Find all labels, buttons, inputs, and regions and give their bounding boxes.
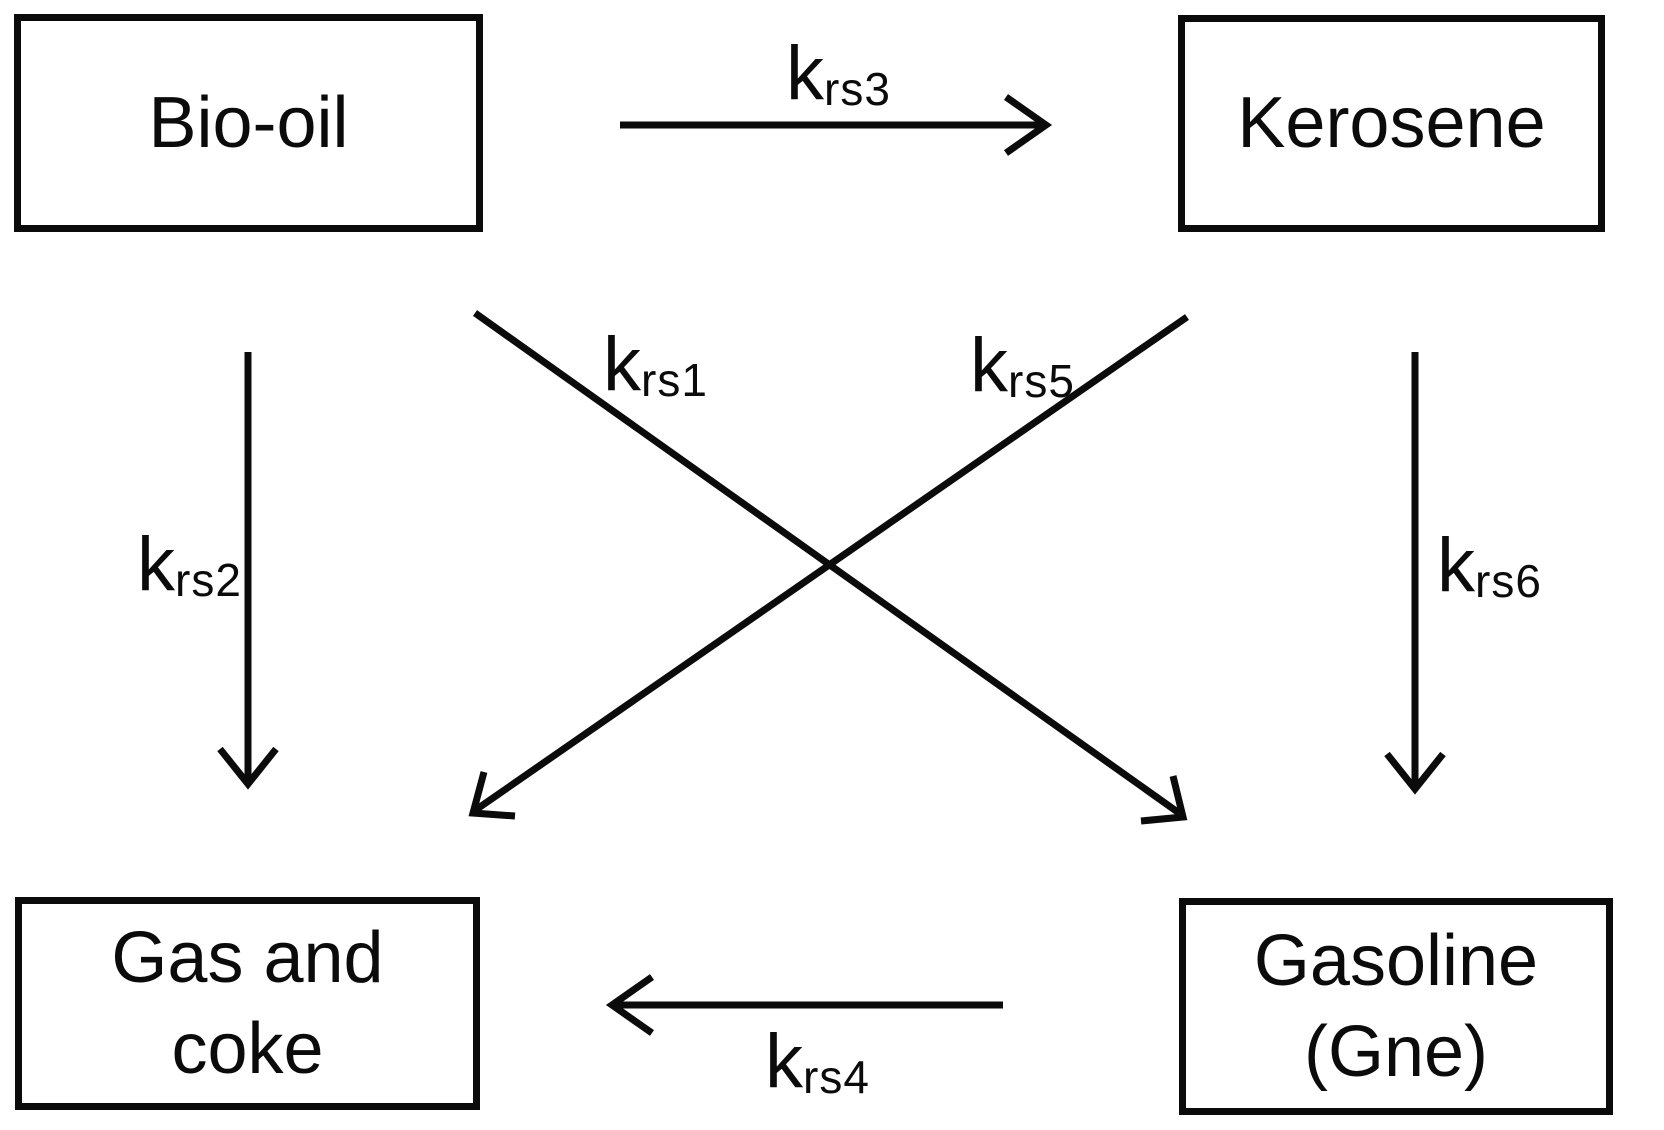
rate-label-krs5: krs5 bbox=[970, 328, 1075, 407]
arrow-krs5-shaft bbox=[475, 314, 1189, 812]
rate-label-krs1-sub: rs1 bbox=[641, 354, 708, 406]
rate-label-krs6-sub: rs6 bbox=[1475, 555, 1542, 607]
rate-label-krs2-sub: rs2 bbox=[175, 554, 242, 606]
rate-label-krs5-base: k bbox=[970, 323, 1008, 408]
rate-label-krs3: krs3 bbox=[786, 36, 891, 115]
node-gas-and-coke-label-line1: Gas and bbox=[111, 917, 384, 998]
arrow-krs5-head bbox=[468, 771, 516, 820]
arrow-krs2 bbox=[217, 352, 279, 790]
node-gas-and-coke-label-line2: coke bbox=[171, 1008, 324, 1089]
node-kerosene: Kerosene bbox=[1178, 15, 1605, 232]
rate-label-krs4: krs4 bbox=[765, 1024, 870, 1103]
arrow-krs4-head bbox=[605, 974, 655, 1036]
node-bio-oil: Bio-oil bbox=[14, 14, 483, 232]
rate-label-krs4-sub: rs4 bbox=[803, 1051, 870, 1103]
rate-label-krs5-sub: rs5 bbox=[1008, 355, 1075, 407]
node-kerosene-label: Kerosene bbox=[1237, 83, 1546, 164]
rate-label-krs1: krs1 bbox=[603, 327, 708, 406]
rate-label-krs1-base: k bbox=[603, 322, 641, 407]
node-gasoline-label-line1: Gasoline bbox=[1253, 920, 1539, 1001]
rate-label-krs2-base: k bbox=[137, 522, 175, 607]
arrow-krs6-head bbox=[1384, 751, 1446, 795]
rate-label-krs6: krs6 bbox=[1437, 528, 1542, 607]
rate-label-krs4-base: k bbox=[765, 1019, 803, 1104]
rate-label-krs3-sub: rs3 bbox=[824, 63, 891, 115]
arrow-krs4 bbox=[605, 974, 1003, 1036]
node-bio-oil-label: Bio-oil bbox=[148, 82, 349, 163]
arrow-krs5 bbox=[468, 314, 1189, 820]
node-gas-and-coke: Gas and coke bbox=[15, 897, 480, 1110]
rate-label-krs2: krs2 bbox=[137, 527, 242, 606]
node-gasoline-gne: Gasoline (Gne) bbox=[1179, 898, 1613, 1115]
rate-label-krs3-base: k bbox=[786, 31, 824, 116]
arrow-krs3-head bbox=[1003, 94, 1053, 156]
arrow-krs3 bbox=[620, 94, 1053, 156]
arrow-krs2-head bbox=[217, 746, 279, 790]
arrow-krs6 bbox=[1384, 352, 1446, 795]
arrow-krs1-head bbox=[1140, 775, 1188, 825]
rate-label-krs6-base: k bbox=[1437, 523, 1475, 608]
node-gasoline-label-line2: (Gne) bbox=[1303, 1011, 1489, 1092]
